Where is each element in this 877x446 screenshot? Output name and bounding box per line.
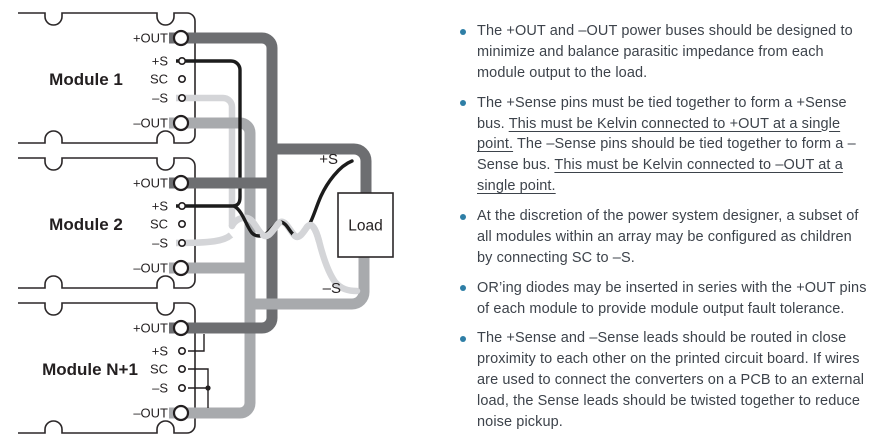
note-text: The +OUT and –OUT power buses should be … (477, 21, 869, 84)
module-n1-pout-pin (172, 319, 190, 337)
note-text: OR’ing diodes may be inserted in series … (477, 278, 869, 320)
wiring (169, 32, 372, 419)
note-text-underlined-segment: This must be Kelvin connected to +OUT at… (477, 115, 841, 153)
load-label: Load (348, 218, 382, 235)
module-n1-ps-pin (178, 346, 187, 355)
module-1-pout-pin (172, 29, 190, 47)
module-2-ps-pin (178, 202, 187, 211)
module-boxes: Module 1 +OUT +S SC –S –OUT Module 2 +OU… (18, 12, 196, 434)
minus-sense-kelvin-label: –S (323, 280, 341, 297)
load-box (337, 192, 394, 258)
module-2-box: Module 2 +OUT +S SC –S –OUT (18, 157, 196, 289)
bullet-icon (460, 100, 466, 107)
note-list-item: The +Sense pins must be tied together to… (450, 93, 870, 197)
module-1-box: Module 1 +OUT +S SC –S –OUT (18, 12, 196, 144)
note-text-segment: The +OUT and –OUT power buses should be … (477, 23, 853, 81)
module-1-label: Module 1 (49, 70, 123, 89)
module-n1-ms-pin (178, 383, 187, 392)
bullet-icon (460, 28, 466, 35)
note-text-segment: The +Sense pins must be tied together to… (477, 94, 847, 132)
module-n1-mout-pin (172, 404, 190, 422)
design-notes-list: The +OUT and –OUT power buses should be … (450, 0, 870, 442)
module-n1-pin-label-pout: +OUT (133, 321, 168, 336)
module-1-pin-label-pout: +OUT (133, 31, 168, 46)
module-1-pin-label-ps: +S (152, 54, 169, 69)
note-text-segment: The –Sense pins should be tied together … (477, 136, 856, 174)
module-2-pin-label-sc: SC (150, 217, 168, 232)
module-2-pin-label-ms: –S (152, 236, 168, 251)
note-text-segment: OR’ing diodes may be inserted in series … (477, 279, 867, 317)
module-2-outline (18, 157, 196, 289)
module-1-ps-pin (178, 56, 187, 65)
note-list-item: OR’ing diodes may be inserted in series … (450, 278, 870, 320)
pos-sense-twisted-lead (232, 159, 354, 239)
module-2-sc-pin (178, 220, 187, 229)
module-1-pin-label-sc: SC (150, 72, 168, 87)
note-list-item: The +Sense and –Sense leads should be ro… (450, 328, 870, 432)
bullet-icon (460, 213, 466, 220)
module-2-pin-label-ps: +S (152, 199, 169, 214)
module-1-pin-label-ms: –S (152, 91, 168, 106)
bullet-icon (460, 285, 466, 292)
note-text: The +Sense pins must be tied together to… (477, 93, 869, 197)
pos-out-load-branch-wire (272, 143, 372, 193)
module-n1-pin-label-ms: –S (152, 381, 168, 396)
note-text: The +Sense and –Sense leads should be ro… (477, 328, 869, 432)
plus-sense-kelvin-label: +S (319, 151, 338, 168)
pos-sense-bus-wire (176, 59, 242, 208)
load: Load (337, 192, 394, 258)
twist-overlay-1 (259, 219, 283, 240)
module-1-mout-pin (172, 114, 190, 132)
bullet-icon (460, 335, 466, 342)
note-list-item: At the discretion of the power system de… (450, 206, 870, 269)
module-2-pin-label-pout: +OUT (133, 176, 168, 191)
module-n1-sc-pin (178, 364, 187, 373)
module-2-pin-label-mout: –OUT (133, 261, 168, 276)
note-text-segment: The +Sense and –Sense leads should be ro… (477, 330, 865, 430)
module-n1-outline (18, 302, 196, 434)
note-list-item: The +OUT and –OUT power buses should be … (450, 21, 870, 84)
twist-overlay-2 (291, 221, 323, 245)
note-text-underlined-segment: This must be Kelvin connected to –OUT at… (477, 157, 843, 195)
module-1-outline (18, 12, 196, 144)
module-2-label: Module 2 (49, 215, 123, 234)
module-n1-pin-label-mout: –OUT (133, 406, 168, 421)
neg-sense-bus-wire (176, 94, 236, 226)
neg-out-load-branch-wire (250, 257, 370, 310)
pin-circles (172, 29, 190, 422)
module-n1-box: Module N+1 +OUT +S SC –S –OUT (18, 302, 196, 434)
module-1-pin-label-mout: –OUT (133, 116, 168, 131)
n1-sc-to-ms-strap (188, 368, 209, 389)
note-text: At the discretion of the power system de… (477, 206, 869, 269)
module-n1-pin-label-sc: SC (150, 362, 168, 377)
parallel-module-wiring-diagram: Module 1 +OUT +S SC –S –OUT Module 2 +OU… (18, 12, 394, 434)
note-text-segment: At the discretion of the power system de… (477, 208, 859, 266)
module-1-ms-pin (178, 94, 187, 103)
n1-ps-to-pout-strap (188, 334, 205, 352)
module-2-pout-pin (172, 174, 190, 192)
module-n1-label: Module N+1 (42, 360, 138, 379)
module-2-mout-pin (172, 259, 190, 277)
module-2-ms-pin (178, 239, 187, 248)
n1-junction-dot (205, 385, 211, 391)
pos-out-bus-wire (169, 32, 278, 334)
module-1-sc-pin (178, 75, 187, 84)
module-n1-pin-label-ps: +S (152, 344, 169, 359)
